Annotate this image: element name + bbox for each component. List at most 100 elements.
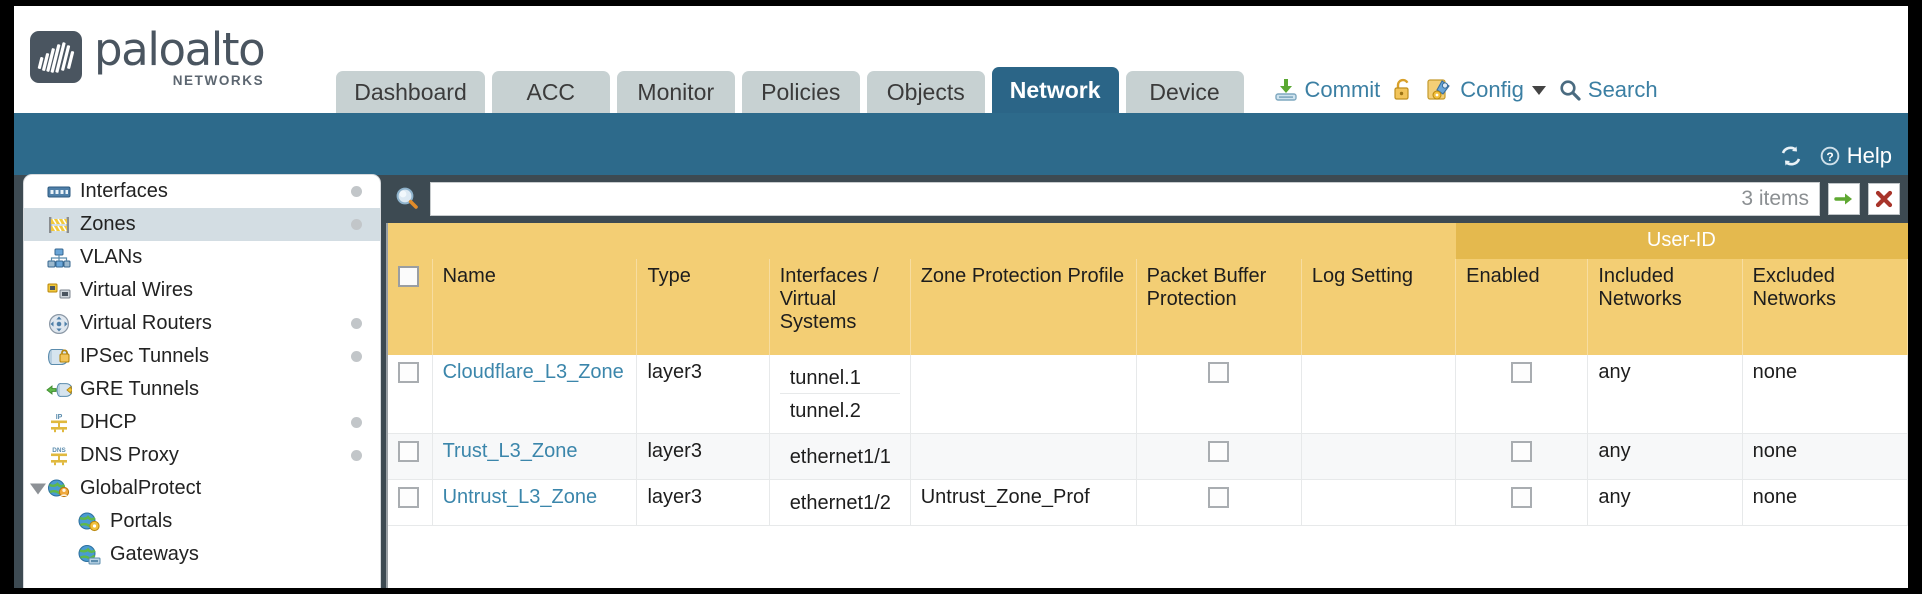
gre-tunnels-icon	[46, 379, 72, 401]
interfaces-icon	[46, 181, 72, 203]
config-menu[interactable]: Config	[1426, 77, 1546, 103]
portals-icon	[76, 511, 102, 533]
row-checkbox[interactable]	[398, 487, 419, 509]
sidebar-item-gre-tunnels[interactable]: GRE Tunnels	[24, 373, 380, 406]
sidebar-label: DHCP	[80, 411, 137, 433]
interface-item: tunnel.1	[779, 361, 900, 394]
tab-device[interactable]: Device	[1125, 71, 1244, 113]
cell-log-setting	[1301, 479, 1457, 526]
packet-buffer-protection-checkbox[interactable]	[1208, 487, 1230, 508]
dhcp-icon: IP	[46, 412, 72, 434]
table-row[interactable]: Cloudflare_L3_Zone layer3 tunnel.1 tunne…	[388, 355, 1908, 434]
search-field-wrapper[interactable]: 3 items	[430, 182, 1820, 216]
column-header-zone-protection-profile[interactable]: Zone Protection Profile	[910, 259, 1137, 355]
cell-packet-buffer-protection	[1136, 479, 1302, 526]
lock-icon	[1394, 78, 1409, 100]
search-input[interactable]	[441, 188, 1734, 210]
interface-item: ethernet1/2	[789, 492, 891, 514]
cell-included-networks: any	[1587, 433, 1743, 480]
tab-policies[interactable]: Policies	[741, 71, 860, 113]
user-id-enabled-checkbox[interactable]	[1511, 362, 1533, 383]
filter-search-icon[interactable]	[392, 184, 422, 214]
column-header-packet-buffer-protection[interactable]: Packet Buffer Protection	[1136, 259, 1302, 355]
tab-dashboard[interactable]: Dashboard	[336, 71, 485, 113]
sidebar-label: GRE Tunnels	[80, 378, 199, 400]
zones-table: User-ID Name Type Interfaces / Virtual S…	[388, 223, 1908, 526]
column-header-excluded-networks[interactable]: Excluded Networks	[1742, 259, 1908, 355]
tab-objects[interactable]: Objects	[866, 71, 985, 113]
column-header-type[interactable]: Type	[636, 259, 770, 355]
cell-log-setting	[1301, 355, 1457, 434]
refresh-icon[interactable]	[1778, 143, 1804, 169]
cell-zone-protection-profile	[910, 433, 1137, 480]
cell-included-networks: any	[1587, 479, 1743, 526]
row-checkbox[interactable]	[398, 441, 419, 463]
logo-bars-icon	[37, 42, 75, 73]
help-button[interactable]: ? Help	[1818, 143, 1892, 169]
apply-filter-button[interactable]	[1828, 183, 1860, 215]
interface-item: tunnel.2	[789, 400, 861, 422]
sidebar-item-vlans[interactable]: VLANs	[24, 241, 380, 274]
search-icon	[1560, 80, 1581, 101]
sidebar-label: Virtual Wires	[80, 279, 193, 301]
commit-icon	[1274, 79, 1297, 101]
sidebar-label: IPSec Tunnels	[80, 345, 209, 367]
status-dot	[351, 450, 362, 461]
chevron-down-icon	[1531, 85, 1546, 95]
column-header-interfaces[interactable]: Interfaces / Virtual Systems	[769, 259, 911, 355]
sidebar-item-interfaces[interactable]: Interfaces	[24, 175, 380, 208]
tab-acc[interactable]: ACC	[491, 71, 610, 113]
commit-button[interactable]: Commit	[1273, 77, 1381, 103]
row-checkbox[interactable]	[398, 362, 419, 384]
status-dot	[351, 186, 362, 197]
column-header-included-networks[interactable]: Included Networks	[1587, 259, 1743, 355]
vlans-icon	[46, 247, 72, 269]
tab-network[interactable]: Network	[991, 67, 1119, 113]
select-all-checkbox[interactable]	[398, 266, 419, 288]
sidebar-item-portals[interactable]: Portals	[24, 505, 380, 538]
user-id-enabled-checkbox[interactable]	[1511, 487, 1533, 508]
interface-item: ethernet1/1	[789, 446, 891, 468]
packet-buffer-protection-checkbox[interactable]	[1208, 441, 1230, 462]
sidebar-item-gateways[interactable]: Gateways	[24, 538, 380, 571]
help-label: Help	[1846, 143, 1892, 168]
packet-buffer-protection-checkbox[interactable]	[1208, 362, 1230, 383]
table-group-header-row: User-ID	[388, 223, 1908, 259]
sidebar-item-globalprotect[interactable]: GlobalProtect	[24, 472, 380, 505]
application-window: paloalto NETWORKS Dashboard ACC Monitor …	[14, 6, 1908, 588]
sidebar-item-dns-proxy[interactable]: DNS DNS Proxy	[24, 439, 380, 472]
cell-name: Untrust_L3_Zone	[432, 479, 638, 526]
table-row[interactable]: Trust_L3_Zone layer3 ethernet1/1	[388, 433, 1908, 480]
table-row[interactable]: Untrust_L3_Zone layer3 ethernet1/2 Untru…	[388, 479, 1908, 526]
zones-panel: 3 items	[386, 175, 1908, 588]
zone-name-link[interactable]: Cloudflare_L3_Zone	[442, 361, 624, 383]
column-header-name[interactable]: Name	[432, 259, 638, 355]
svg-text:?: ?	[1826, 150, 1833, 164]
column-header-log-setting[interactable]: Log Setting	[1301, 259, 1457, 355]
status-dot	[351, 351, 362, 362]
sidebar-label: DNS Proxy	[80, 444, 179, 466]
zone-name-link[interactable]: Trust_L3_Zone	[442, 440, 578, 462]
clear-filter-button[interactable]	[1868, 183, 1900, 215]
expander-triangle-icon[interactable]	[30, 483, 46, 494]
lock-button[interactable]	[1392, 78, 1414, 102]
commit-label: Commit	[1304, 77, 1381, 102]
virtual-wires-icon	[46, 280, 72, 302]
cell-user-id-enabled	[1455, 433, 1589, 480]
globalprotect-icon	[46, 478, 72, 500]
sidebar-item-virtual-routers[interactable]: Virtual Routers	[24, 307, 380, 340]
zone-name-link[interactable]: Untrust_L3_Zone	[442, 486, 598, 508]
help-icon: ?	[1819, 145, 1841, 167]
cell-zone-protection-profile	[910, 355, 1137, 434]
sidebar-item-dhcp[interactable]: IP DHCP	[24, 406, 380, 439]
cell-excluded-networks: none	[1742, 355, 1908, 434]
tab-monitor[interactable]: Monitor	[616, 71, 735, 113]
sidebar-item-ipsec-tunnels[interactable]: IPSec Tunnels	[24, 340, 380, 373]
column-header-enabled[interactable]: Enabled	[1455, 259, 1589, 355]
sidebar-item-zones[interactable]: Zones	[24, 208, 380, 241]
search-button[interactable]: Search	[1558, 77, 1658, 103]
sidebar-item-virtual-wires[interactable]: Virtual Wires	[24, 274, 380, 307]
paloalto-logo-icon	[30, 30, 82, 83]
cell-type: layer3	[636, 355, 770, 434]
user-id-enabled-checkbox[interactable]	[1511, 441, 1533, 462]
